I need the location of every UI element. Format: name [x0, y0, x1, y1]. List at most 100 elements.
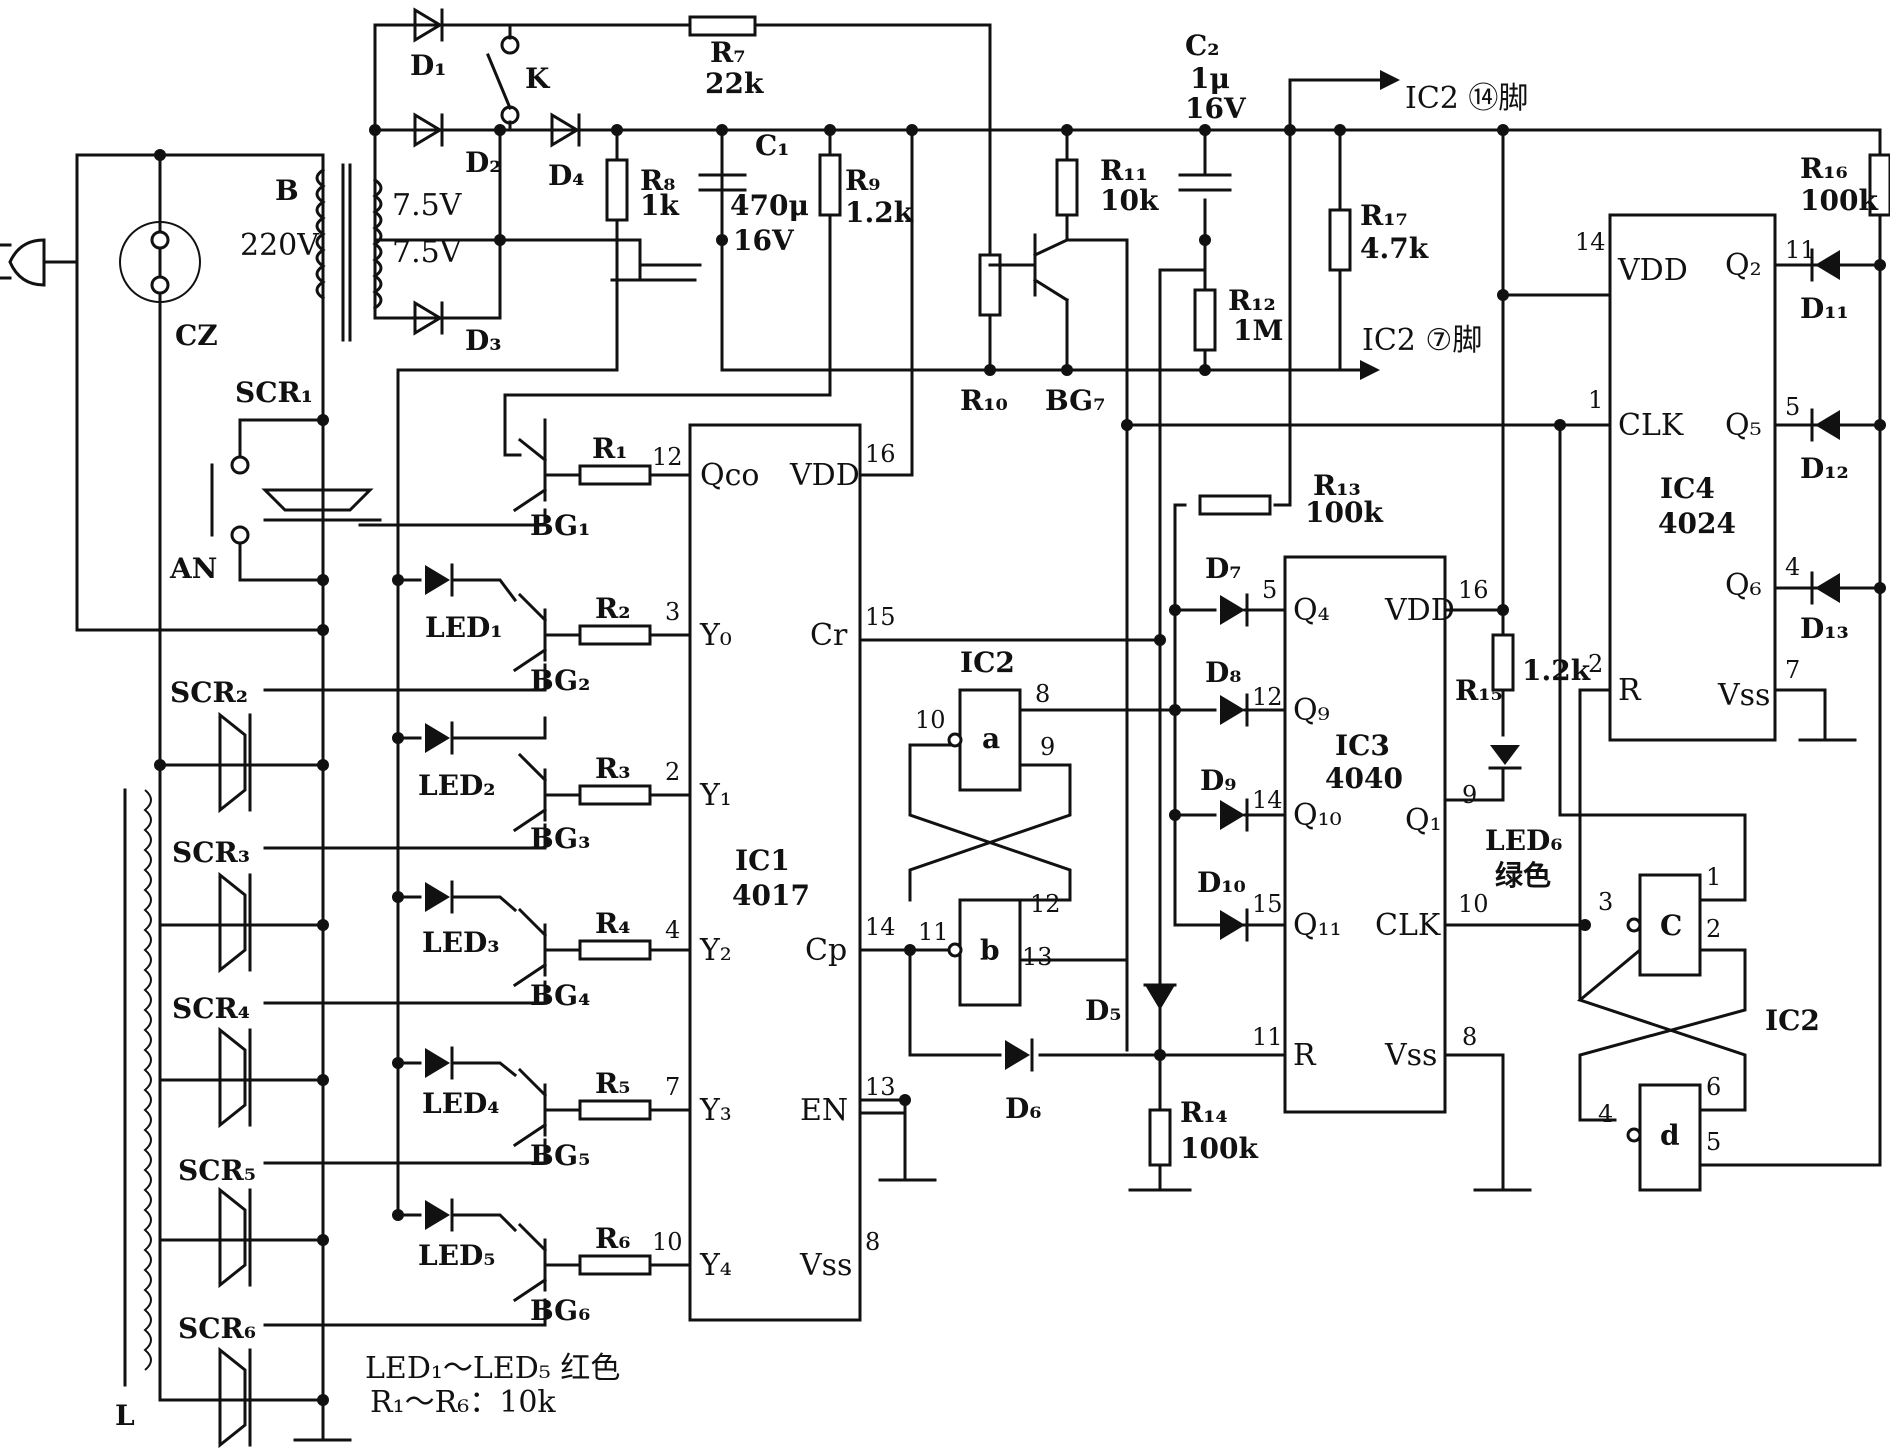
transistor-bg4	[512, 907, 548, 988]
diode-d7	[1220, 593, 1249, 627]
resistor-r8	[605, 158, 629, 222]
scr6-label: SCR₆	[178, 1312, 256, 1345]
r13-value: 100k	[1305, 496, 1383, 529]
transformer-label: B	[275, 174, 299, 207]
r9-name: R₉	[845, 164, 881, 197]
scr1-label: SCR₁	[235, 376, 313, 409]
ic3-num-vdd: 16	[1458, 576, 1489, 604]
scr2-label: SCR₂	[170, 676, 248, 709]
r3-label: R₃	[595, 752, 631, 785]
diode-d8-label: D₈	[1205, 656, 1242, 689]
resistor-r12	[1193, 288, 1217, 352]
ic2-gate-b-label: b	[980, 934, 1000, 967]
r16-value: 100k	[1800, 184, 1878, 217]
ic2-num-c-in: 3	[1598, 888, 1613, 916]
ic2-gate-a-label: a	[982, 722, 1000, 755]
ic1-num-qco: 12	[652, 443, 683, 471]
ic2-num-d-out: 6	[1706, 1073, 1721, 1101]
scr-6	[218, 1346, 252, 1449]
ic3-num-q10: 14	[1252, 786, 1283, 814]
r7-value: 22k	[705, 67, 764, 100]
ic1-num-y2: 4	[665, 916, 680, 944]
scr-5	[218, 1186, 252, 1289]
diode-d10	[1220, 908, 1249, 942]
ic1-num-cp: 14	[865, 913, 896, 941]
ic1-pin-y2: Y₂	[699, 933, 732, 968]
diode-d6-label: D₆	[1005, 1092, 1042, 1125]
ic4-num-vdd: 14	[1575, 228, 1606, 256]
ic2-gate-a	[958, 688, 1022, 792]
transistor-bg2	[512, 592, 548, 673]
transformer-secondary-2-label: 7.5V	[392, 235, 463, 270]
diode-d1-label: D₁	[410, 49, 447, 82]
ic2-num-c-out: 1	[1706, 863, 1721, 891]
ic4-pin-q5: Q₅	[1725, 408, 1762, 443]
ic3-pin-q4: Q₄	[1293, 593, 1330, 628]
diode-d13-label: D₁₃	[1800, 612, 1849, 645]
r5-label: R₅	[595, 1067, 631, 1100]
scr-3	[218, 871, 252, 974]
resistor-r16	[1868, 153, 1890, 217]
ic4-4024	[1608, 213, 1777, 742]
transistor-bg7	[988, 233, 1070, 303]
ic2-num-b-in: 11	[918, 918, 949, 946]
ic4-pin-r: R	[1618, 673, 1642, 708]
scr4-label: SCR₄	[172, 992, 250, 1025]
ic3-pin-q10: Q₁₀	[1293, 798, 1342, 833]
bg6-label: BG₆	[530, 1294, 590, 1327]
r8-name: R₈	[640, 164, 676, 197]
diode-d9-label: D₉	[1200, 764, 1237, 797]
r8-value: 1k	[640, 189, 679, 222]
ic1-4017	[688, 423, 862, 1322]
resistor-r2	[578, 624, 652, 646]
led-5	[425, 1198, 518, 1233]
resistor-r9	[818, 153, 842, 217]
ic2-num-b-out: 12	[1030, 890, 1061, 918]
led-2	[425, 721, 502, 755]
ic1-num-y0: 3	[665, 598, 680, 626]
diode-d2	[413, 112, 444, 148]
r10-name: R₁₀	[960, 384, 1008, 417]
resistor-r6	[578, 1254, 652, 1276]
ic4-pin-vss: Vss	[1717, 678, 1770, 713]
ic2-num-a-in: 10	[915, 706, 946, 734]
ic1-num-cr: 15	[865, 603, 896, 631]
switch-k[interactable]	[486, 23, 520, 132]
led1-label: LED₁	[425, 611, 503, 644]
motor-label: L	[115, 1399, 135, 1432]
scr-2	[218, 711, 252, 814]
ic2-num-a-out: 8	[1035, 680, 1050, 708]
ic1-pin-qco: Qco	[700, 458, 759, 493]
capacitor-c2	[1178, 173, 1232, 192]
resistor-r7	[688, 15, 757, 37]
ic2-num-c-in2: 2	[1706, 915, 1721, 943]
transformer-primary-label: 220V	[240, 228, 320, 263]
diode-d11	[1810, 248, 1840, 282]
ic1-pin-vdd: VDD	[789, 458, 860, 493]
diode-d5	[1143, 983, 1177, 1010]
transformer	[315, 163, 383, 342]
bg5-label: BG₅	[530, 1139, 590, 1172]
push-button-an[interactable]	[210, 455, 250, 545]
ic3-4040	[1283, 555, 1447, 1114]
diode-d4	[550, 112, 581, 148]
resistor-r17	[1328, 208, 1352, 272]
ic1-name: IC1	[735, 844, 790, 877]
ic1-num-y3: 7	[665, 1073, 680, 1101]
led4-label: LED₄	[422, 1087, 500, 1120]
diode-d4-label: D₄	[548, 159, 585, 192]
r6-label: R₆	[595, 1222, 631, 1255]
resistor-r13	[1198, 494, 1272, 516]
transistor-bg5	[512, 1067, 548, 1148]
note-resistor-value: R₁～R₆：10k	[370, 1385, 556, 1420]
motor-winding	[123, 788, 152, 1387]
ic3-pin-vss: Vss	[1384, 1038, 1437, 1073]
diode-d11-label: D₁₁	[1800, 292, 1849, 325]
bg7-label: BG₇	[1045, 384, 1105, 417]
r4-label: R₄	[595, 907, 631, 940]
ic2-num-d-in2: 5	[1706, 1128, 1721, 1156]
resistor-r3	[578, 784, 652, 806]
ic3-pin-q11: Q₁₁	[1293, 908, 1342, 943]
ic2-label-ab: IC2	[960, 646, 1015, 679]
